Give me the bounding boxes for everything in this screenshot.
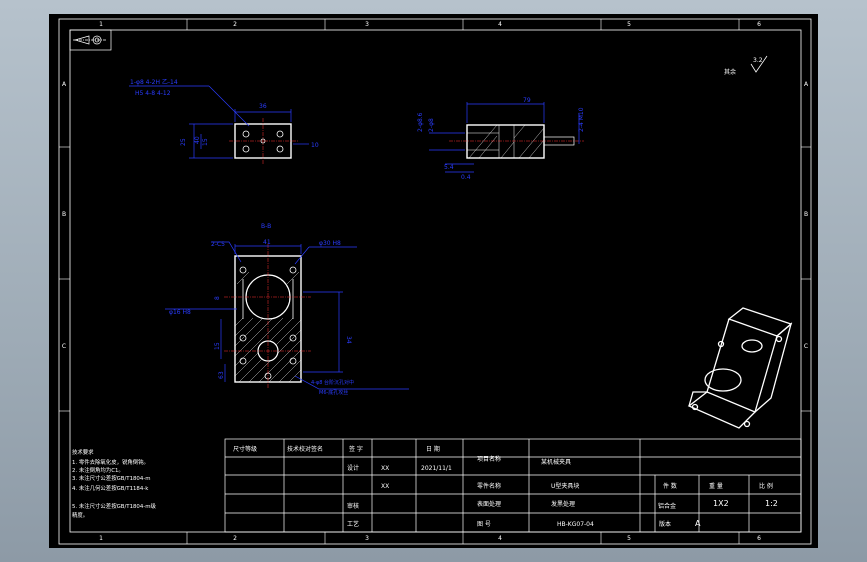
top-view: 1-φ8 4-2H 乙-14 H5 4-8 4-12 36 25 40 15 1…: [129, 79, 319, 164]
std-label: 尺寸等级: [233, 445, 257, 453]
tech-requirement-item: 精度。: [72, 511, 88, 519]
drawing-label: 图 号: [477, 521, 491, 528]
section-view: B-B 41 2-C5 φ30 H8 φ16 H8 34 8 15 63 4-φ…: [165, 223, 409, 396]
design-label: 设计: [347, 464, 359, 472]
version-value: A: [695, 519, 701, 528]
projection-symbol: [69, 29, 112, 51]
section-dim: 8: [214, 296, 221, 300]
material: 铝合金: [658, 502, 676, 510]
project-label: 项目名称: [477, 455, 501, 463]
design-date: 2021/11/1: [421, 465, 452, 472]
zone-number: 1: [99, 21, 103, 28]
top-view-width: 36: [259, 103, 267, 110]
zone-letter: A: [62, 81, 67, 88]
qty-label: 件 数: [663, 482, 677, 490]
version-label: 版本: [659, 520, 671, 528]
checker-name: XX: [381, 483, 389, 490]
roughness-symbol: 其余 3.2: [724, 55, 768, 76]
zone-number: 3: [365, 535, 369, 542]
zone-number: 3: [365, 21, 369, 28]
drawing-sheet: 1 2 3 4 5 6 1 2 3 4 5 6 A B C A B C 其余 3…: [49, 14, 818, 548]
side-view-thread: 2-4 M10: [578, 107, 585, 132]
zone-letter: A: [804, 81, 809, 88]
isometric-view: [687, 307, 793, 429]
section-dim: 15: [214, 342, 221, 350]
tech-requirement-item: 2. 未注倒角均为C1。: [72, 466, 124, 474]
top-view-dim: 40: [194, 136, 201, 144]
section-callout: 4-φ8 台阶沉孔对中: [311, 379, 354, 386]
top-view-height: 25: [180, 138, 187, 146]
process-label: 工艺: [347, 520, 359, 528]
zone-letter: C: [804, 343, 808, 350]
sig-label: 签 字: [349, 445, 363, 453]
tech-requirements: 技术要求 1. 零件去除氧化皮，锐角倒钝。 2. 未注倒角均为C1。 3. 未注…: [72, 448, 156, 519]
check-label: 技术校对签名: [287, 445, 323, 453]
side-view: 79 2-4 M10 2-φ8 2-φ8.6 5.4 0.4: [417, 97, 585, 181]
roughness-value: 3.2: [753, 57, 763, 64]
side-view-dim: 0.4: [461, 174, 471, 181]
title-block-text: 尺寸等级 技术校对签名 签 字 日 期 设计 XX 2021/11/1 审核 X…: [233, 445, 778, 528]
section-dim: 63: [218, 371, 225, 379]
section-chamfer: 2-C5: [211, 241, 225, 248]
tech-requirement-item: 4. 未注几何公差按GB/T1184-k: [72, 484, 149, 492]
tech-requirement-item: 5. 未注尺寸公差按GB/T1804-m级: [72, 502, 156, 510]
zone-number: 1: [99, 535, 103, 542]
section-bore: φ30 H8: [319, 240, 341, 247]
top-view-dim: 10: [311, 142, 319, 149]
tech-requirement-item: 1. 零件去除氧化皮，锐角倒钝。: [72, 458, 149, 466]
tech-requirement-item: 3. 未注尺寸公差按GB/T1804-m: [72, 474, 151, 482]
section-callout: M6-底孔攻丝: [319, 389, 348, 396]
side-view-hole: 2-φ8.6: [417, 112, 424, 132]
zone-number: 6: [757, 21, 761, 28]
zone-ticks: [59, 19, 811, 544]
zone-number: 5: [627, 21, 631, 28]
zone-number: 6: [757, 535, 761, 542]
title-block: [224, 438, 802, 533]
top-view-callout: 1-φ8 4-2H 乙-14: [130, 79, 178, 86]
drawing-number: HB-KG07-04: [557, 521, 594, 528]
side-view-dim: 5.4: [444, 164, 454, 171]
weight-label: 重 量: [709, 482, 723, 490]
side-view-length: 79: [523, 97, 531, 104]
section-width: 41: [263, 239, 271, 246]
part-label: 零件名称: [477, 482, 501, 490]
zone-number: 4: [498, 535, 502, 542]
designer-name: XX: [381, 465, 389, 472]
scale-value: 1:2: [765, 499, 778, 508]
top-view-callout: H5 4-8 4-12: [135, 90, 171, 97]
qty-value: 1X2: [713, 499, 729, 508]
scale-label: 比 例: [759, 482, 773, 490]
section-label: B-B: [261, 223, 271, 230]
zone-number: 5: [627, 535, 631, 542]
side-view-hole: 2-φ8: [428, 118, 435, 132]
zone-letter: C: [62, 343, 66, 350]
part-value: U型夹具块: [551, 482, 579, 490]
zone-letter: B: [804, 211, 808, 218]
date-label: 日 期: [426, 445, 440, 453]
tech-requirements-title: 技术要求: [72, 448, 94, 456]
material-value: 发黑处理: [551, 500, 575, 508]
zone-number: 2: [233, 535, 237, 542]
check2-label: 审核: [347, 502, 359, 510]
zone-number: 2: [233, 21, 237, 28]
top-view-dim: 15: [202, 138, 209, 146]
section-height: 34: [345, 336, 352, 344]
material-label: 表面处理: [477, 500, 501, 508]
roughness-remainder: 其余: [724, 68, 736, 76]
zone-letter: B: [62, 211, 66, 218]
section-hole: φ16 H8: [169, 309, 191, 316]
project-value: 某机械夹具: [541, 458, 571, 466]
zone-number: 4: [498, 21, 502, 28]
cad-drawing: 1 2 3 4 5 6 1 2 3 4 5 6 A B C A B C 其余 3…: [58, 18, 812, 545]
